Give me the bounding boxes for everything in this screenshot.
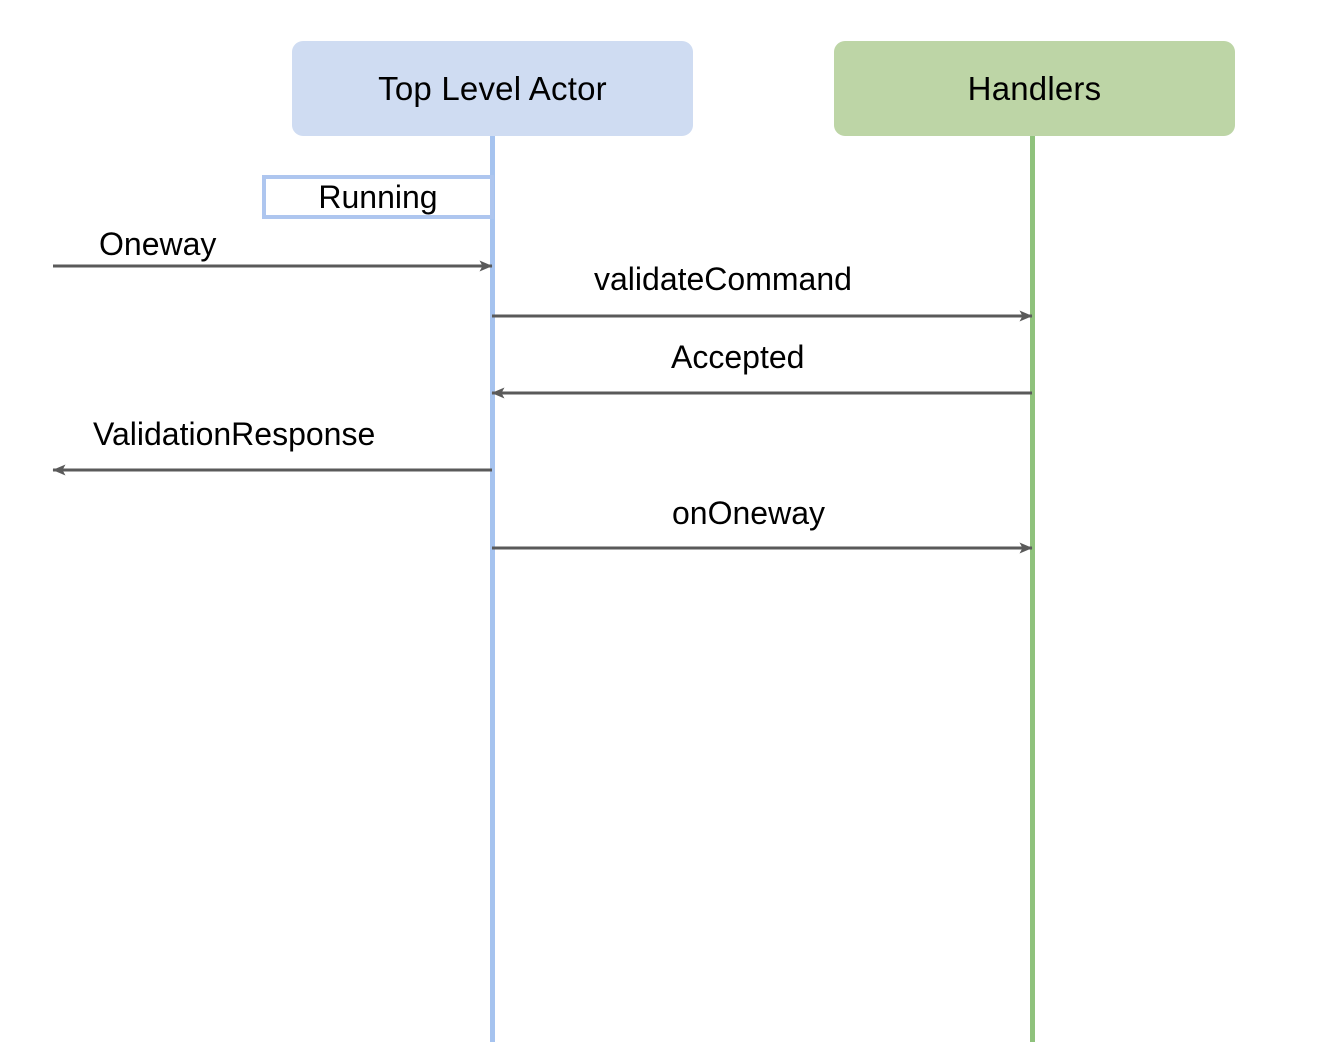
- participant-box-handlers[interactable]: Handlers: [834, 41, 1235, 136]
- activation-label-running: Running: [318, 178, 438, 215]
- activation-box-running[interactable]: Running: [262, 175, 494, 219]
- participant-label-handlers: Handlers: [967, 69, 1102, 107]
- participant-box-top-level-actor[interactable]: Top Level Actor: [292, 41, 693, 136]
- participant-label-top-level-actor: Top Level Actor: [378, 69, 607, 107]
- message-label-on-oneway: onOneway: [672, 495, 825, 531]
- message-label-oneway: Oneway: [99, 226, 217, 262]
- message-label-validate-command: validateCommand: [594, 261, 852, 297]
- message-label-validation-response: ValidationResponse: [93, 416, 376, 452]
- lifeline-top-level-actor: [490, 136, 495, 1042]
- lifeline-handlers: [1030, 136, 1035, 1042]
- message-label-accepted: Accepted: [671, 339, 805, 375]
